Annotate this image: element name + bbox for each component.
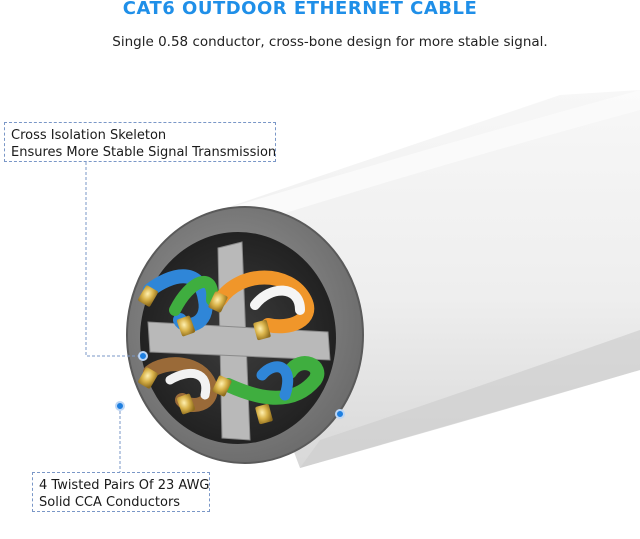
- marker-dot-jacket: [335, 409, 345, 419]
- marker-dot-skeleton: [138, 351, 148, 361]
- pair-blue-2: [256, 361, 294, 401]
- leader-line-skeleton: [85, 162, 142, 357]
- pair-orange-white: [250, 285, 305, 315]
- pair-green-2: [221, 356, 325, 405]
- page-subtitle: Single 0.58 conductor, cross-bone design…: [112, 34, 548, 50]
- callout-twisted-pairs: 4 Twisted Pairs Of 23 AWG Solid CCA Cond…: [32, 472, 210, 512]
- cable-end-rim: [126, 206, 364, 464]
- twisted-pairs: [143, 269, 325, 412]
- cable-jacket-shadow: [300, 330, 640, 468]
- pair-orange: [213, 270, 315, 334]
- callout-pairs-line2: Solid CCA Conductors: [39, 495, 181, 510]
- pair-green: [169, 275, 219, 316]
- page-title: CAT6 OUTDOOR ETHERNET CABLE: [122, 0, 478, 19]
- conductor-tips: [138, 285, 273, 425]
- leader-lines: [85, 162, 142, 472]
- callout-skeleton-line2: Ensures More Stable Signal Transmission: [11, 145, 277, 160]
- callout-skeleton-line1: Cross Isolation Skeleton: [11, 128, 167, 143]
- callout-cross-isolation: Cross Isolation Skeleton Ensures More St…: [4, 122, 276, 162]
- pair-brown-white: [165, 368, 211, 400]
- callout-pairs-line1: 4 Twisted Pairs Of 23 AWG: [39, 478, 210, 493]
- marker-dot-pairs: [115, 401, 125, 411]
- cable-jacket-highlight: [205, 90, 640, 235]
